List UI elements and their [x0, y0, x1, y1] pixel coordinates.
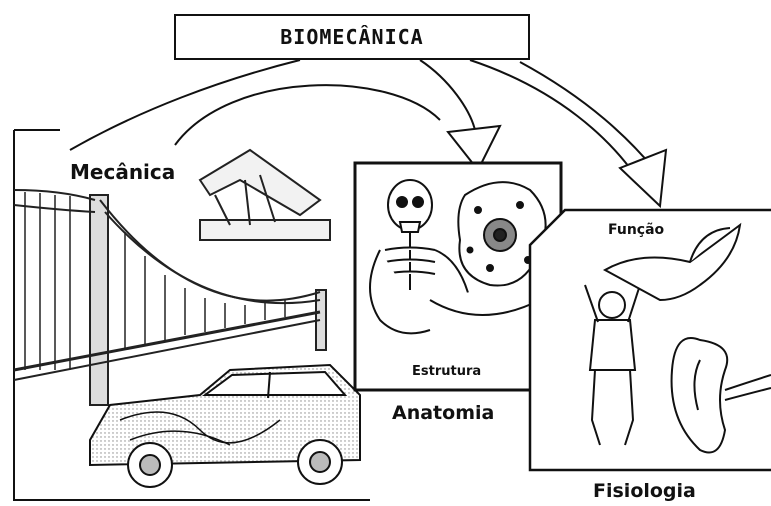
- label-estrutura: Estrutura: [412, 364, 481, 379]
- arrow-arc-anatomia: [175, 85, 440, 145]
- arrow-to-fisiologia: [470, 60, 635, 175]
- fisiologia-panel: [530, 210, 771, 470]
- arrowhead-fisiologia: [620, 150, 666, 206]
- label-fisiologia: Fisiologia: [593, 480, 696, 502]
- curved-arrows: [70, 60, 655, 175]
- label-anatomia: Anatomia: [392, 402, 494, 424]
- title-box: BIOMECÂNICA: [174, 14, 530, 60]
- pumpjack-illustration: [200, 150, 330, 240]
- car-illustration: [90, 365, 360, 487]
- page-title: BIOMECÂNICA: [280, 25, 423, 49]
- arrow-to-mecanica: [70, 60, 300, 150]
- arrow-to-anatomia: [420, 60, 475, 130]
- mecanica-panel: [14, 130, 370, 500]
- label-mecanica: Mecânica: [68, 160, 177, 184]
- label-funcao: Função: [608, 222, 664, 238]
